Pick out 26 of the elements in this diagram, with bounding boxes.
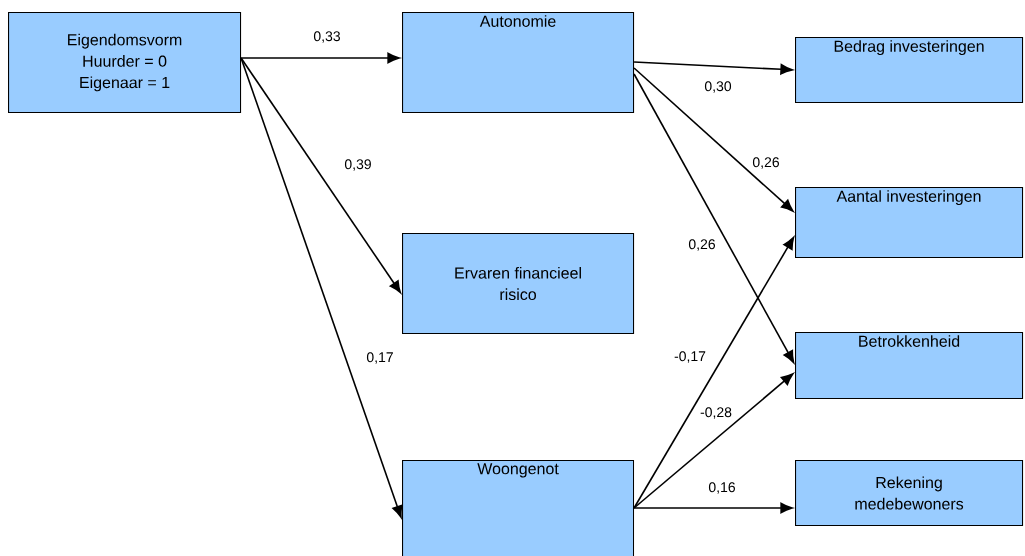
edge-label: 0,26 xyxy=(687,237,717,253)
process-box: Betrokkenheid xyxy=(795,332,1024,400)
arrow xyxy=(633,373,794,509)
arrow xyxy=(633,502,793,514)
edge-label: -0,28 xyxy=(698,405,734,421)
process-box: Eigendomsvorm Huurder = 0 Eigenaar = 1 xyxy=(8,12,242,114)
arrow xyxy=(633,67,794,212)
arrow xyxy=(633,236,795,509)
edge-label: 0,39 xyxy=(343,157,373,173)
arrow xyxy=(240,57,403,518)
arrow xyxy=(240,52,400,64)
edge-label: 0,26 xyxy=(751,155,781,171)
process-box: Ervaren financieel risico xyxy=(402,233,635,335)
edge-label: 0,30 xyxy=(703,79,733,95)
process-box: Autonomie xyxy=(402,12,635,114)
edge-label: -0,17 xyxy=(672,349,708,365)
arrow xyxy=(633,61,793,75)
process-box: Rekening medebewoners xyxy=(795,460,1024,527)
edge-label: 0,17 xyxy=(365,350,395,366)
edge-label: 0,33 xyxy=(312,29,342,45)
arrow xyxy=(633,73,795,364)
arrow xyxy=(240,57,402,294)
process-box: Woongenot xyxy=(402,460,635,556)
edge-label: 0,16 xyxy=(707,480,737,496)
process-box: Bedrag investeringen xyxy=(795,37,1024,104)
process-box: Aantal investeringen xyxy=(795,187,1024,259)
